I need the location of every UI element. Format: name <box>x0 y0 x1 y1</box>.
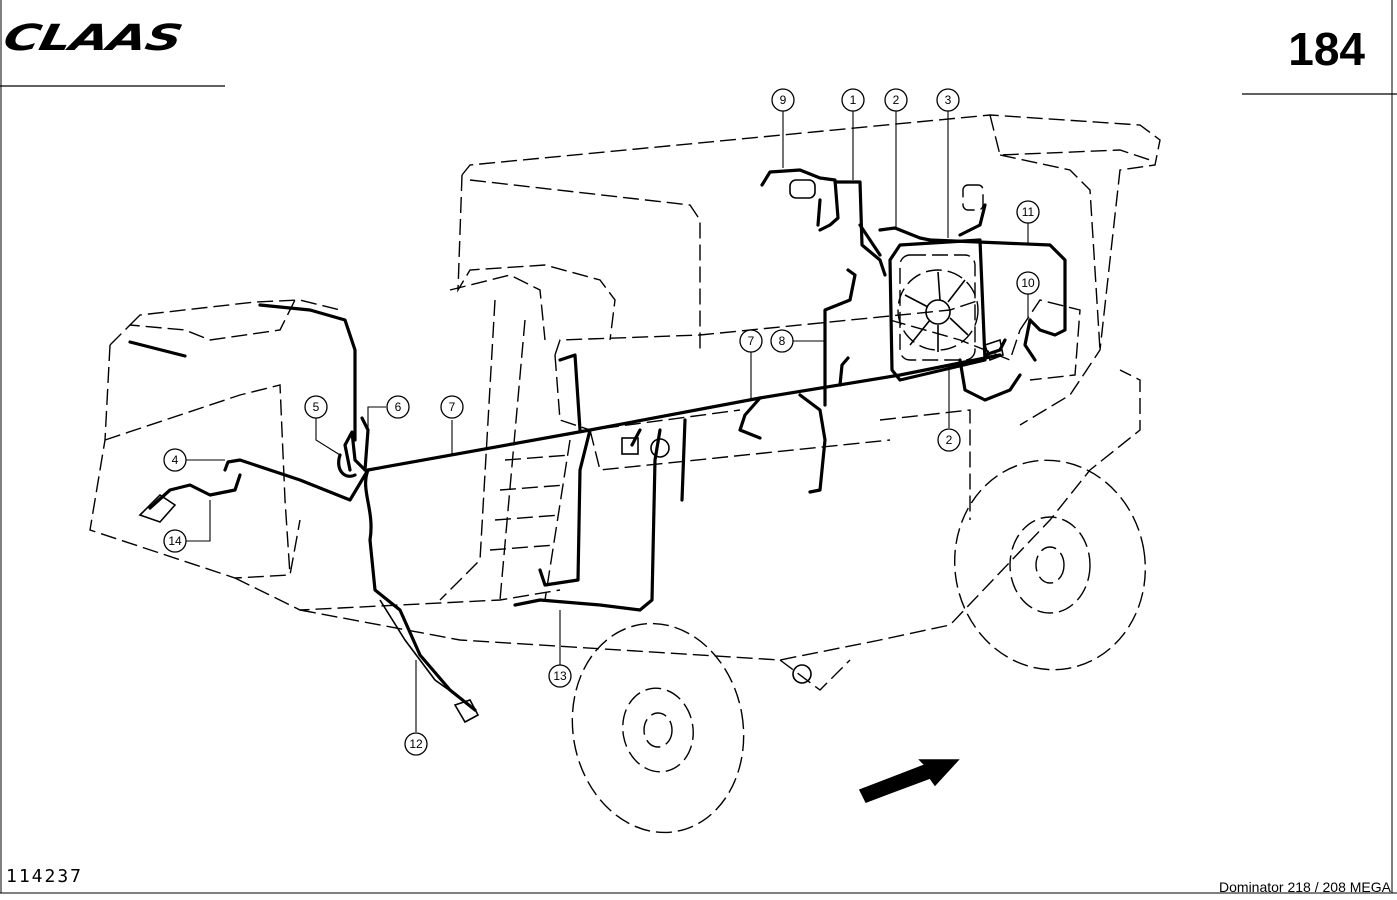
svg-text:7: 7 <box>748 334 755 348</box>
svg-text:2: 2 <box>893 93 900 107</box>
page-number: 184 <box>1288 23 1365 75</box>
callout-5: 5 <box>304 395 328 419</box>
radiator-fan <box>888 238 987 382</box>
components <box>138 179 1004 724</box>
wiring-harness <box>128 168 1067 712</box>
callout-10: 10 <box>1016 271 1040 295</box>
svg-text:7: 7 <box>449 400 456 414</box>
callout-leaders <box>186 110 1029 732</box>
callout-11: 11 <box>1016 200 1040 224</box>
svg-text:6: 6 <box>395 400 402 414</box>
callout-9: 9 <box>771 88 795 112</box>
callout-7-left: 7 <box>440 395 464 419</box>
svg-text:13: 13 <box>553 669 567 683</box>
callout-6: 6 <box>386 395 410 419</box>
svg-text:11: 11 <box>1022 205 1035 219</box>
svg-text:14: 14 <box>168 534 182 548</box>
svg-text:3: 3 <box>945 93 952 107</box>
svg-text:8: 8 <box>779 334 786 348</box>
svg-text:9: 9 <box>780 93 787 107</box>
svg-text:2: 2 <box>946 433 953 447</box>
callout-2-bottom: 2 <box>937 428 961 452</box>
callout-2-top: 2 <box>884 88 908 112</box>
callout-12: 12 <box>404 732 428 756</box>
model-label: Dominator 218 / 208 MEGA <box>1219 879 1391 895</box>
callout-4: 4 <box>163 448 187 472</box>
callout-1: 1 <box>841 88 865 112</box>
svg-text:10: 10 <box>1021 276 1035 290</box>
callout-13: 13 <box>548 664 572 688</box>
direction-arrow <box>858 759 960 803</box>
callout-14: 14 <box>163 529 187 553</box>
drawing-number: 114237 <box>6 866 84 887</box>
harvester-outline <box>89 114 1161 834</box>
callout-3: 3 <box>936 88 960 112</box>
callout-8: 8 <box>770 329 794 353</box>
svg-text:12: 12 <box>409 737 423 751</box>
svg-text:1: 1 <box>850 93 857 107</box>
callout-bubbles: 9 1 2 3 11 10 8 7 5 6 7 4 14 2 13 12 <box>163 88 1040 756</box>
svg-text:4: 4 <box>172 453 179 467</box>
svg-text:5: 5 <box>313 400 320 414</box>
callout-7-right: 7 <box>739 329 763 353</box>
